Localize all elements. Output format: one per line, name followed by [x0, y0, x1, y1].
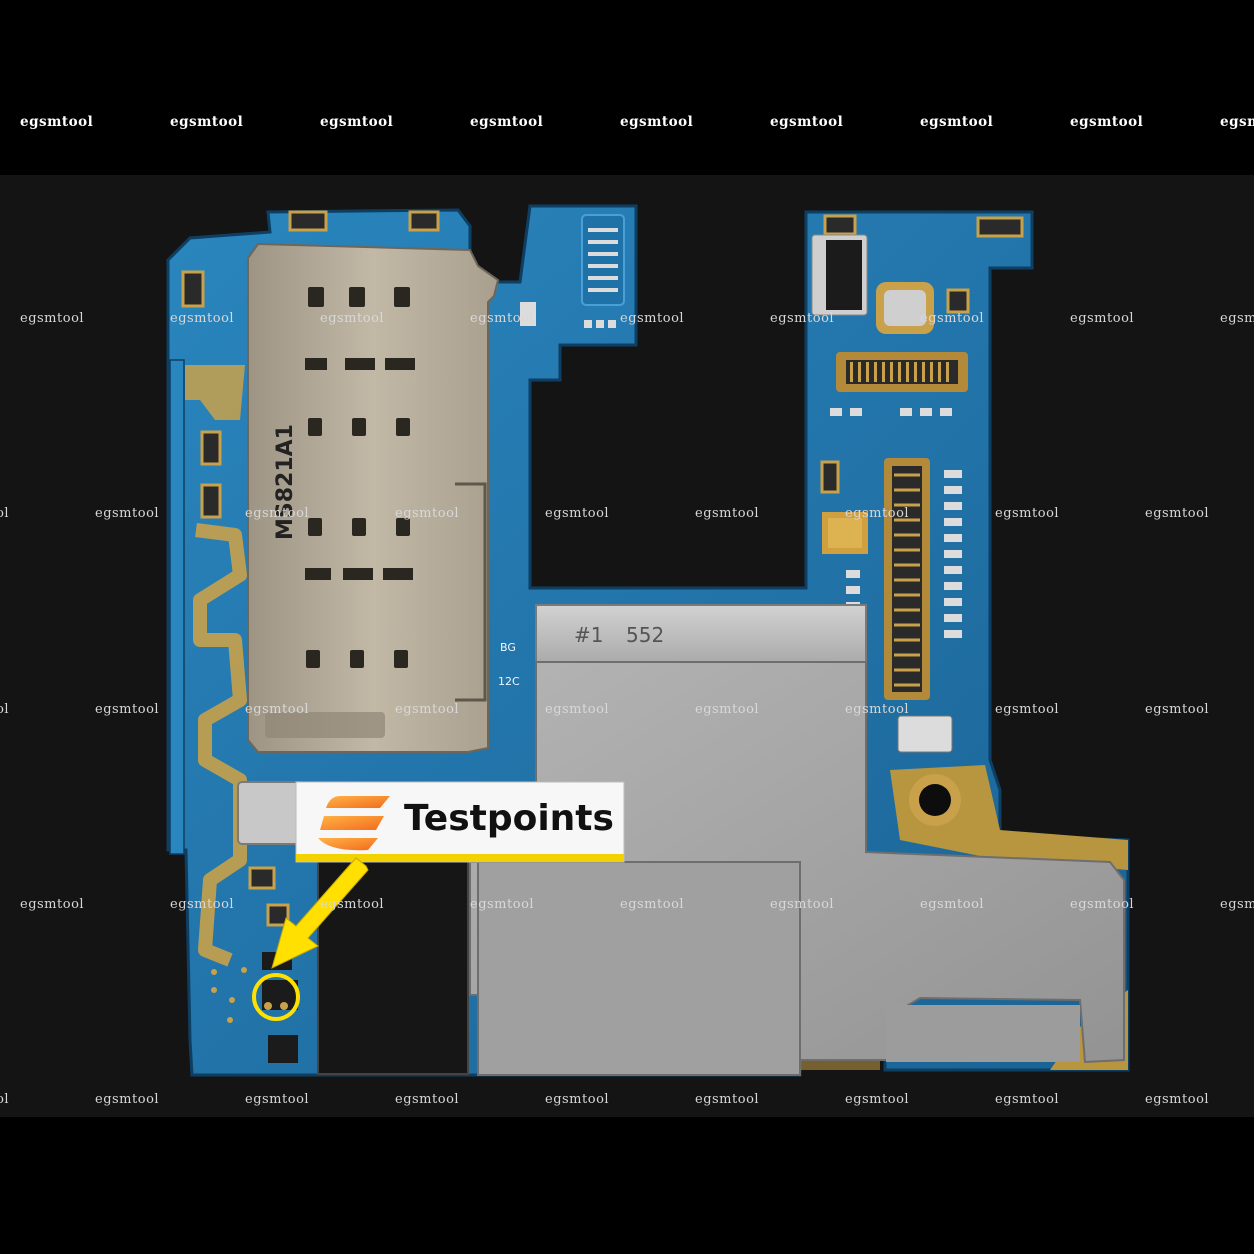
watermark-text: egsmtool — [845, 506, 909, 521]
watermark-text: egsmtool — [320, 897, 384, 912]
watermark-text: egsmtool — [620, 311, 684, 326]
watermark-text: egsmtool — [695, 506, 759, 521]
testpoint-marker — [252, 973, 300, 1021]
watermark-text: egsmtool — [470, 311, 534, 326]
watermark-text: egsmtool — [170, 897, 234, 912]
watermark-text: egsmtool — [0, 506, 9, 521]
testpoints-logo-icon — [318, 796, 390, 851]
watermark-text: egsmtool — [770, 114, 843, 130]
watermark-text: egsmtool — [1220, 311, 1254, 326]
board-label-i2c: 12C — [498, 675, 520, 688]
watermark-text: egsmtool — [395, 506, 459, 521]
watermark-text: egsmtool — [395, 1092, 459, 1107]
metal-shield: #1 552 — [237, 604, 1125, 1076]
watermark-text: egsmtool — [620, 897, 684, 912]
watermark-text: egsmtool — [0, 1092, 9, 1107]
shield-code: #1 — [574, 623, 603, 647]
watermark-text: egsmtool — [470, 897, 534, 912]
watermark-text: egsmtool — [1220, 897, 1254, 912]
watermark-text: egsmtool — [95, 506, 159, 521]
watermark-text: egsmtool — [95, 702, 159, 717]
watermark-text: egsmtool — [1070, 311, 1134, 326]
sim-card-tray: MS821A1 — [247, 242, 500, 753]
watermark-text: egsmtool — [770, 897, 834, 912]
watermark-text: egsmtool — [95, 1092, 159, 1107]
watermark-text: egsmtool — [695, 1092, 759, 1107]
watermark-text: egsmtool — [920, 114, 993, 130]
board-label-bg: BG — [500, 641, 516, 654]
watermark-text: egsmtool — [1070, 897, 1134, 912]
watermark-text: egsmtool — [920, 897, 984, 912]
watermark-text: egsmtool — [0, 702, 9, 717]
watermark-text: egsmtool — [995, 1092, 1059, 1107]
watermark-text: egsmtool — [245, 702, 309, 717]
watermark-text: egsmtool — [845, 702, 909, 717]
watermark-text: egsmtool — [20, 311, 84, 326]
callout-label: Testpoints — [404, 798, 614, 839]
watermark-text: egsmtool — [1070, 114, 1143, 130]
watermark-text: egsmtool — [20, 897, 84, 912]
watermark-text: egsmtool — [545, 702, 609, 717]
watermark-text: egsmtool — [545, 506, 609, 521]
watermark-text: egsmtool — [1145, 506, 1209, 521]
watermark-text: egsmtool — [845, 1092, 909, 1107]
shield-number: 552 — [626, 623, 664, 647]
watermark-text: egsmtool — [20, 114, 93, 130]
watermark-text: egsmtool — [620, 114, 693, 130]
watermark-text: egsmtool — [1220, 114, 1254, 130]
watermark-text: egsmtool — [770, 311, 834, 326]
sim-tray-code: MS821A1 — [273, 424, 298, 540]
watermark-text: egsmtool — [995, 506, 1059, 521]
watermark-text: egsmtool — [170, 311, 234, 326]
watermark-text: egsmtool — [995, 702, 1059, 717]
watermark-text: egsmtool — [545, 1092, 609, 1107]
watermark-text: egsmtool — [1145, 702, 1209, 717]
watermark-text: egsmtool — [1145, 1092, 1209, 1107]
testpoint-arrow-icon — [271, 857, 369, 969]
watermark-text: egsmtool — [320, 311, 384, 326]
watermark-text: egsmtool — [695, 702, 759, 717]
watermark-text: egsmtool — [170, 114, 243, 130]
watermark-layer: egsmtool egsmtool egsmtool egsmtool egsmtool… — [0, 114, 1254, 1107]
watermark-text: egsmtool — [395, 702, 459, 717]
watermark-text: egsmtool — [245, 506, 309, 521]
testpoints-callout: Testpoints — [295, 781, 625, 863]
watermark-text: egsmtool — [470, 114, 543, 130]
watermark-text: egsmtool — [245, 1092, 309, 1107]
watermark-text: egsmtool — [920, 311, 984, 326]
watermark-text: egsmtool — [320, 114, 393, 130]
